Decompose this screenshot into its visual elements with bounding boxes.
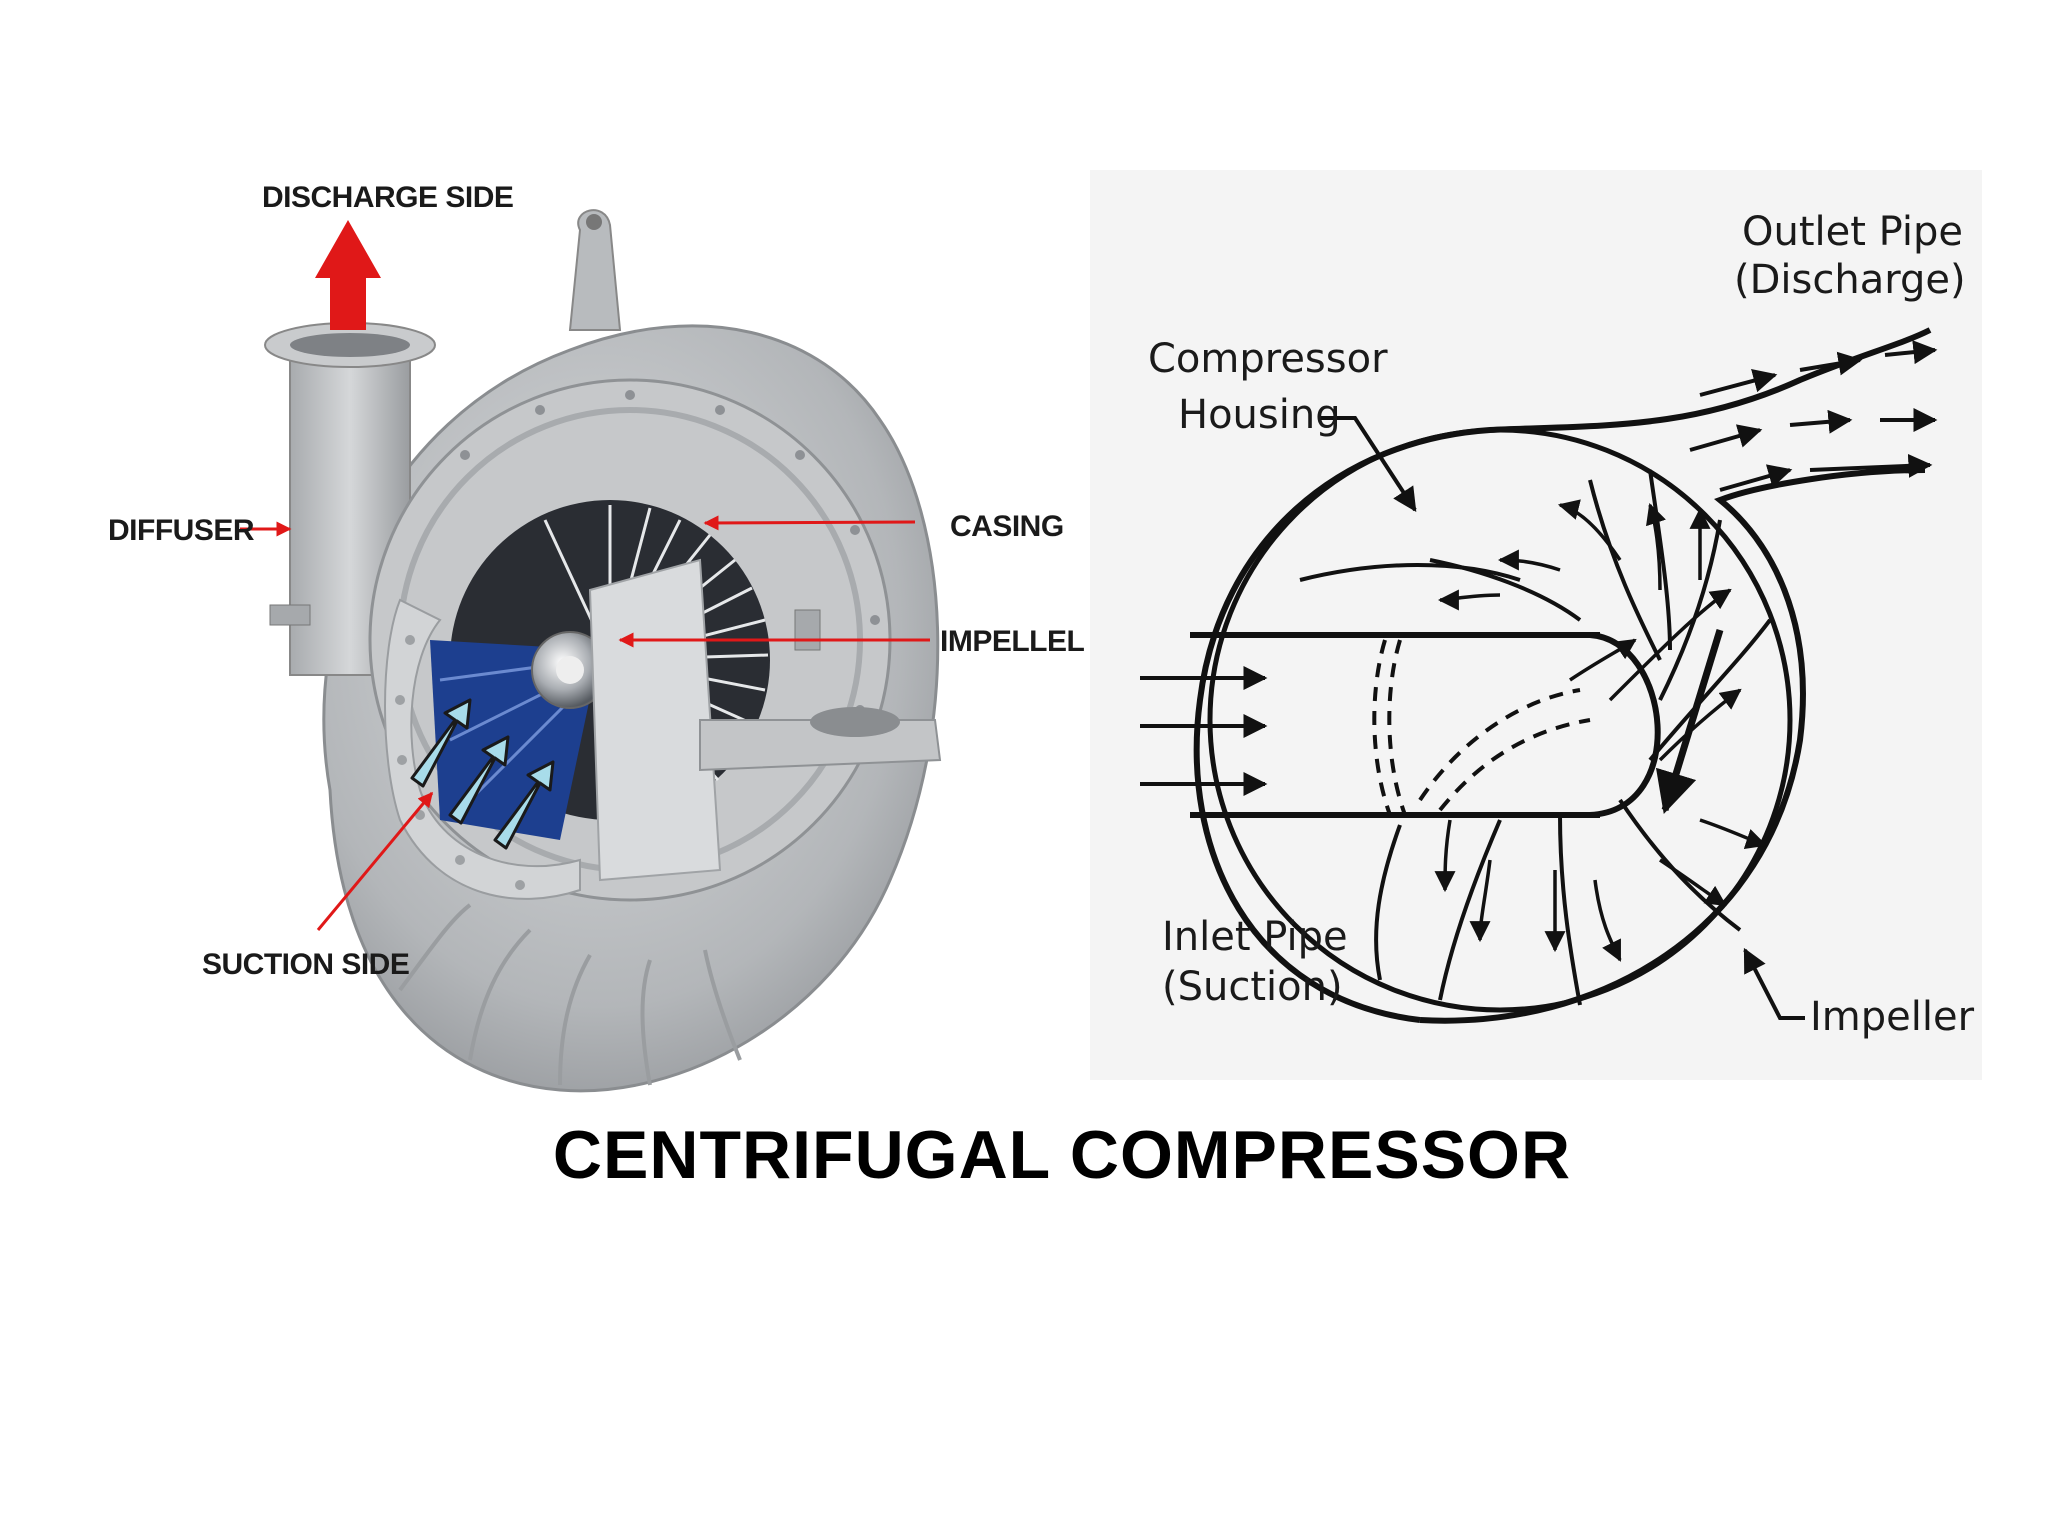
inlet-flow-arrows	[1140, 666, 1268, 796]
inlet-suction-label: (Suction)	[1162, 964, 1343, 1010]
outlet-flow-arrows	[1689, 340, 1938, 492]
diffuser-label: DIFFUSER	[108, 514, 255, 547]
suction-flow-arrow-2	[448, 735, 510, 825]
diffuser-lug	[269, 604, 311, 626]
lifting-eye	[568, 209, 622, 331]
internal-flow-arrows	[1434, 499, 1767, 962]
casing-label: CASING	[950, 510, 1064, 543]
outlet-discharge-label: (Discharge)	[1734, 257, 1966, 303]
housing-label-line2: Housing	[1178, 392, 1341, 438]
suction-side-arrow	[316, 791, 434, 931]
schematic-background	[1090, 170, 1982, 1080]
outlet-pipe-label: Outlet Pipe	[1742, 209, 1963, 255]
bold-flow-arrow	[1655, 628, 1724, 815]
side-block	[794, 609, 821, 651]
impeller-outer-ring	[1207, 427, 1793, 1013]
housing-leader	[1320, 416, 1417, 513]
hidden-lines	[1372, 639, 1591, 816]
impeller-vanes	[1299, 469, 1772, 1006]
page-title: CENTRIFUGAL COMPRESSOR	[553, 1117, 1571, 1193]
volute-ribs	[398, 903, 742, 1086]
inlet-pipe-label: Inlet Pipe	[1162, 914, 1348, 960]
suction-side-label: SUCTION SIDE	[202, 948, 409, 981]
suction-flange-ring	[384, 598, 581, 900]
discharge-arrow	[315, 220, 381, 330]
discharge-side-label: DISCHARGE SIDE	[262, 181, 513, 214]
suction-flow-arrows	[410, 698, 555, 850]
compressor-schematic: Outlet Pipe (Discharge) Compressor Housi…	[1090, 170, 1982, 1080]
impeller-label: Impeller	[1810, 994, 1975, 1040]
suction-flow-arrow-1	[410, 698, 472, 788]
flange-bolts	[395, 635, 525, 890]
housing-label-line1: Compressor	[1148, 336, 1388, 382]
compressor-cutaway-illustration: DISCHARGE SIDE DIFFUSER CASING IMPELLEL …	[108, 181, 1085, 1093]
impeller-leader	[1743, 947, 1805, 1020]
suction-flow-arrow-3	[493, 760, 555, 850]
impellel-label: IMPELLEL	[940, 625, 1085, 658]
casing-arrow	[703, 515, 916, 531]
